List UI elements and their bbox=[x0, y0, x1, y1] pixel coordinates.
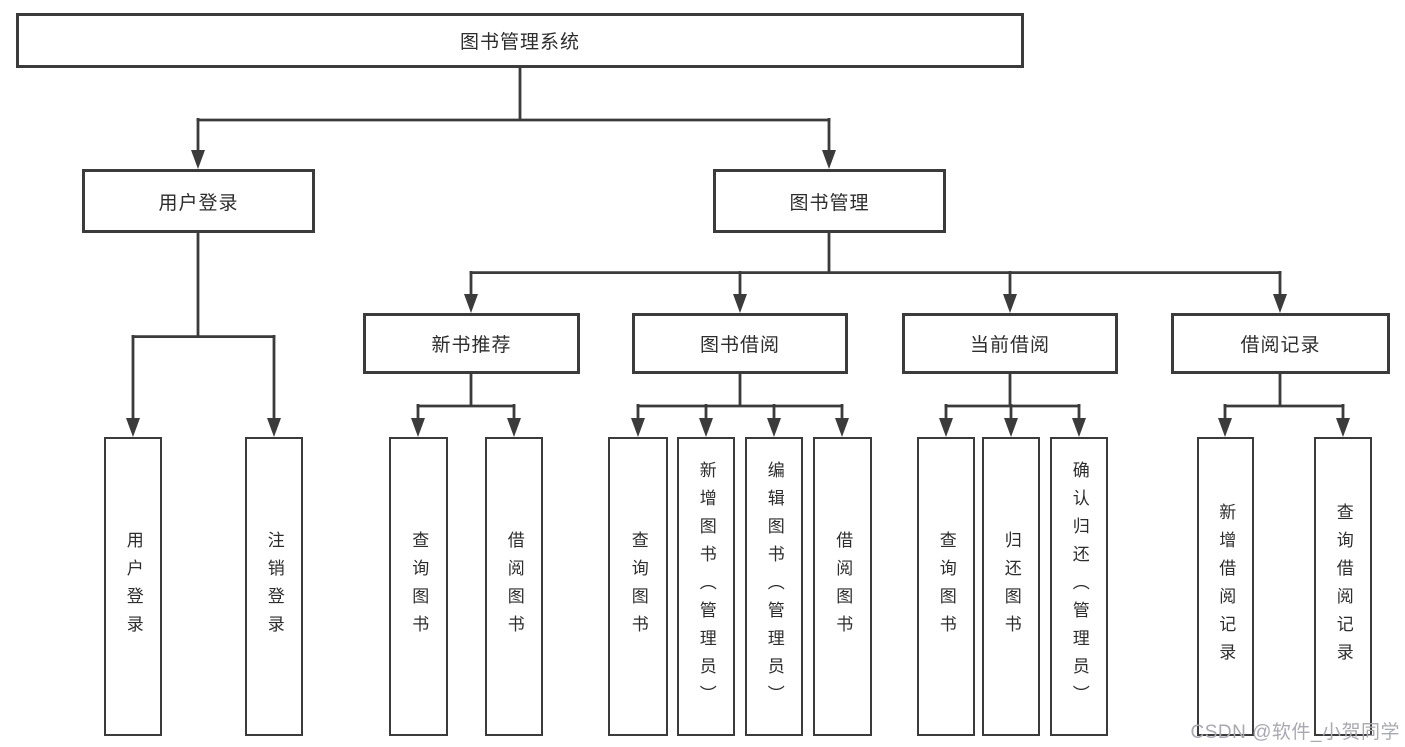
leaf-add-book-admin: 新增图书（管理员） bbox=[677, 437, 735, 736]
leaf-borrow-books-borrowing: 借阅图书 bbox=[813, 437, 872, 736]
leaf-logout: 注销登录 bbox=[245, 437, 303, 736]
csdn-watermark: CSDN @软件_小贺同学 bbox=[1190, 722, 1400, 743]
node-current-borrowing: 当前借阅 bbox=[902, 313, 1118, 374]
arrowhead-icon bbox=[191, 150, 205, 169]
node-label: 新增借阅记录 bbox=[1216, 502, 1236, 671]
arrowhead-icon bbox=[733, 294, 747, 313]
arrowhead-icon bbox=[939, 418, 953, 437]
node-label: 新书推荐 bbox=[431, 335, 512, 356]
node-label: 图书管理 bbox=[789, 192, 870, 214]
node-label: 新增图书（管理员） bbox=[696, 460, 716, 713]
arrowhead-icon bbox=[1003, 294, 1017, 313]
arrowhead-icon bbox=[507, 418, 521, 437]
arrowhead-icon bbox=[126, 418, 140, 437]
connector-root-to-level2 bbox=[191, 68, 836, 169]
connector-book-management-branch bbox=[464, 233, 1287, 313]
arrowhead-icon bbox=[1004, 418, 1018, 437]
arrowhead-icon bbox=[267, 418, 281, 437]
node-user-login: 用户登录 bbox=[82, 169, 315, 233]
arrowhead-icon bbox=[1072, 418, 1086, 437]
node-root-library-management-system: 图书管理系统 bbox=[16, 13, 1024, 68]
node-book-borrowing: 图书借阅 bbox=[632, 313, 848, 374]
connector-borrowing-records-branch bbox=[1218, 374, 1350, 437]
leaf-borrow-books-recommend: 借阅图书 bbox=[485, 437, 543, 736]
node-book-management: 图书管理 bbox=[713, 169, 946, 233]
node-label: 查询图书 bbox=[628, 530, 648, 643]
arrowhead-icon bbox=[1336, 418, 1350, 437]
node-borrowing-records: 借阅记录 bbox=[1171, 313, 1390, 374]
connector-new-book-recommend-branch bbox=[411, 374, 521, 437]
leaf-add-borrow-record: 新增借阅记录 bbox=[1197, 437, 1254, 736]
node-label: 查询借阅记录 bbox=[1333, 502, 1353, 671]
leaf-query-books-current: 查询图书 bbox=[917, 437, 975, 736]
arrowhead-icon bbox=[699, 418, 713, 437]
node-label: 注销登录 bbox=[264, 530, 284, 643]
node-label: 归还图书 bbox=[1001, 530, 1021, 643]
arrowhead-icon bbox=[767, 418, 781, 437]
node-label: 编辑图书（管理员） bbox=[764, 460, 784, 713]
node-label: 图书管理系统 bbox=[459, 32, 580, 53]
node-new-book-recommend: 新书推荐 bbox=[363, 313, 580, 374]
node-label: 查询图书 bbox=[409, 530, 429, 643]
node-label: 用户登录 bbox=[158, 192, 239, 214]
node-label: 用户登录 bbox=[123, 530, 143, 643]
leaf-confirm-return-admin: 确认归还（管理员） bbox=[1050, 437, 1108, 736]
connector-user-login-branch bbox=[126, 233, 281, 437]
node-label: 确认归还（管理员） bbox=[1069, 460, 1089, 713]
node-label: 当前借阅 bbox=[969, 335, 1050, 356]
leaf-query-borrow-record: 查询借阅记录 bbox=[1314, 437, 1372, 736]
connector-book-borrowing-branch bbox=[631, 374, 849, 437]
node-label: 借阅图书 bbox=[833, 530, 853, 643]
connector-current-borrowing-branch bbox=[939, 374, 1086, 437]
node-label: 借阅记录 bbox=[1240, 335, 1321, 356]
arrowhead-icon bbox=[822, 150, 836, 169]
node-label: 图书借阅 bbox=[699, 335, 780, 356]
arrowhead-icon bbox=[631, 418, 645, 437]
arrowhead-icon bbox=[1218, 418, 1232, 437]
leaf-edit-book-admin: 编辑图书（管理员） bbox=[745, 437, 803, 736]
arrowhead-icon bbox=[411, 418, 425, 437]
leaf-user-login: 用户登录 bbox=[104, 437, 162, 736]
leaf-return-books: 归还图书 bbox=[982, 437, 1040, 736]
arrowhead-icon bbox=[835, 418, 849, 437]
arrowhead-icon bbox=[1273, 294, 1287, 313]
arrowhead-icon bbox=[464, 294, 478, 313]
leaf-query-books-borrowing: 查询图书 bbox=[608, 437, 668, 736]
node-label: 查询图书 bbox=[936, 530, 956, 643]
node-label: 借阅图书 bbox=[504, 530, 524, 643]
leaf-query-books-recommend: 查询图书 bbox=[389, 437, 448, 736]
